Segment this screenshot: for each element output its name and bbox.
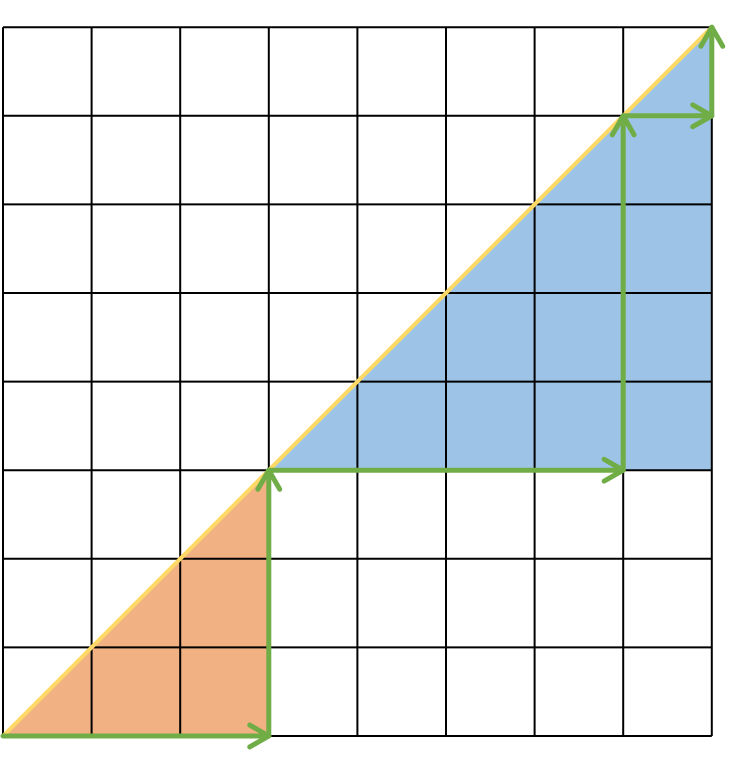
diagonal-segment xyxy=(1,25,714,738)
path-arrow xyxy=(698,24,726,119)
diagonal-line xyxy=(1,25,714,738)
path-arrow-head xyxy=(698,24,726,49)
region-upper-region xyxy=(268,27,712,471)
lattice-path xyxy=(0,24,726,750)
